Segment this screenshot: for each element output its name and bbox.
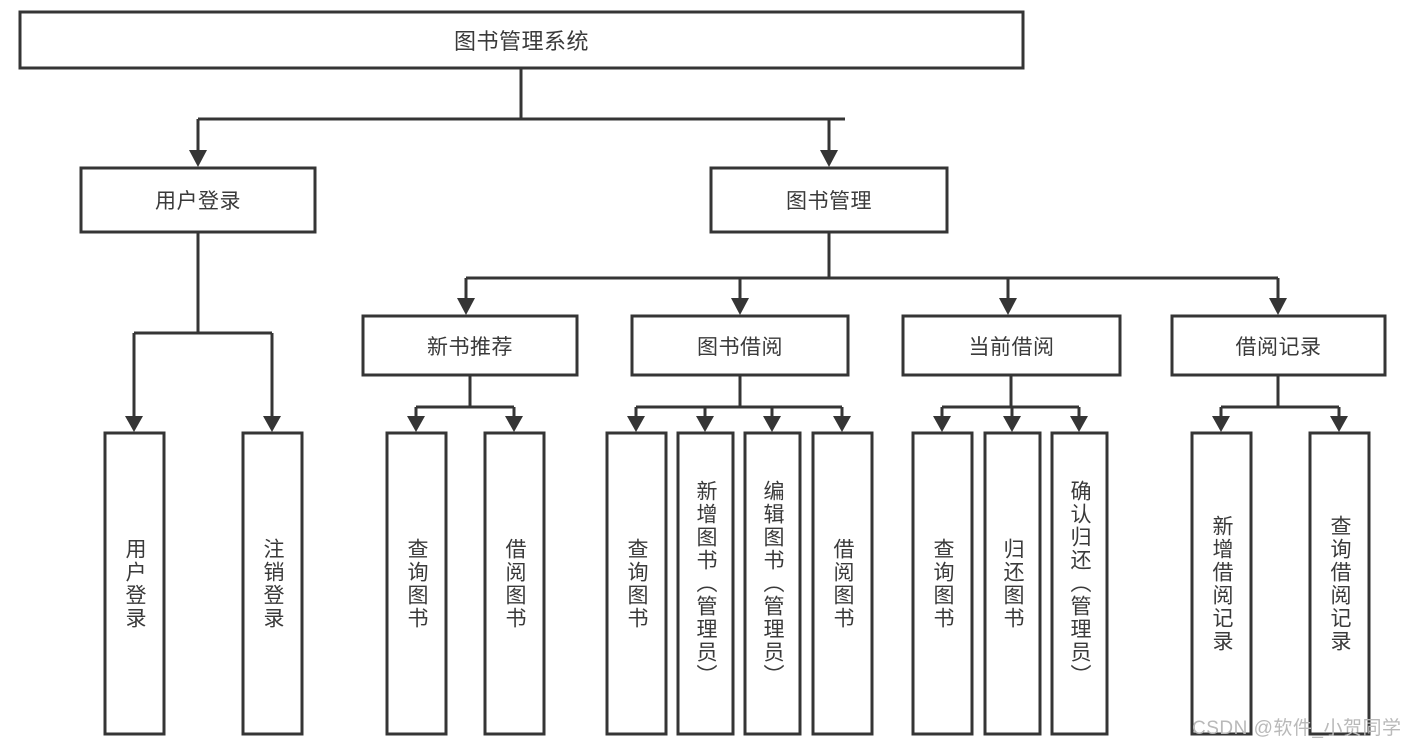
node-box-book-borrow[interactable] [630, 314, 850, 377]
connector-current-borrow-to-leaves [933, 375, 1088, 432]
arrow-head-leaf-query-book-3 [933, 416, 951, 432]
arrow-head-leaf-query-record [1330, 416, 1348, 432]
node-box-leaf-return-book[interactable] [983, 431, 1042, 736]
arrow-head-leaf-borrow-book-1 [505, 416, 523, 432]
node-box-borrow-record[interactable] [1170, 314, 1387, 377]
connector-borrow-record-to-leaves [1212, 375, 1348, 432]
node-box-user-login[interactable] [79, 166, 317, 234]
connector-book-manage-to-level3 [457, 232, 1287, 315]
node-box-leaf-add-book[interactable] [676, 431, 735, 736]
node-box-leaf-user-login[interactable] [103, 431, 166, 736]
node-box-leaf-edit-book[interactable] [743, 431, 802, 736]
node-box-leaf-query-book-1[interactable] [385, 431, 448, 736]
arrow-head-leaf-query-book-1 [407, 416, 425, 432]
connector-user-login-to-leaves [125, 232, 281, 432]
node-box-leaf-borrow-book-1[interactable] [483, 431, 546, 736]
node-box-leaf-query-book-3[interactable] [911, 431, 974, 736]
node-box-leaf-add-record[interactable] [1190, 431, 1253, 736]
arrow-head-new-book-recommend [457, 298, 475, 315]
node-box-current-borrow[interactable] [901, 314, 1122, 377]
arrow-head-borrow-record [1269, 298, 1287, 315]
arrow-head-leaf-user-login [125, 416, 143, 432]
arrow-head-leaf-borrow-book-2 [833, 416, 851, 432]
arrow-head-leaf-confirm-return [1070, 416, 1088, 432]
arrow-head-leaf-query-book-2 [627, 416, 645, 432]
node-box-leaf-confirm-return[interactable] [1050, 431, 1109, 736]
node-box-leaf-borrow-book-2[interactable] [811, 431, 874, 736]
node-box-new-book-recommend[interactable] [361, 314, 579, 377]
arrow-head-leaf-logout [263, 416, 281, 432]
arrow-head-leaf-add-record [1212, 416, 1230, 432]
arrow-head-current-borrow [999, 298, 1017, 315]
node-box-root[interactable] [18, 10, 1025, 70]
connector-root-to-level2 [189, 68, 845, 167]
arrow-head-leaf-return-book [1003, 416, 1021, 432]
node-box-leaf-query-record[interactable] [1308, 431, 1371, 736]
connector-new-book-recommend-to-leaves [407, 375, 523, 432]
node-box-book-manage[interactable] [709, 166, 949, 234]
node-box-leaf-query-book-2[interactable] [605, 431, 668, 736]
connector-book-borrow-to-leaves [627, 375, 851, 432]
arrow-head-book-manage [820, 150, 838, 167]
arrow-head-leaf-edit-book [763, 416, 781, 432]
arrow-head-leaf-add-book [696, 416, 714, 432]
arrow-head-user-login [189, 150, 207, 167]
arrow-head-book-borrow [731, 298, 749, 315]
node-box-leaf-logout[interactable] [241, 431, 304, 736]
